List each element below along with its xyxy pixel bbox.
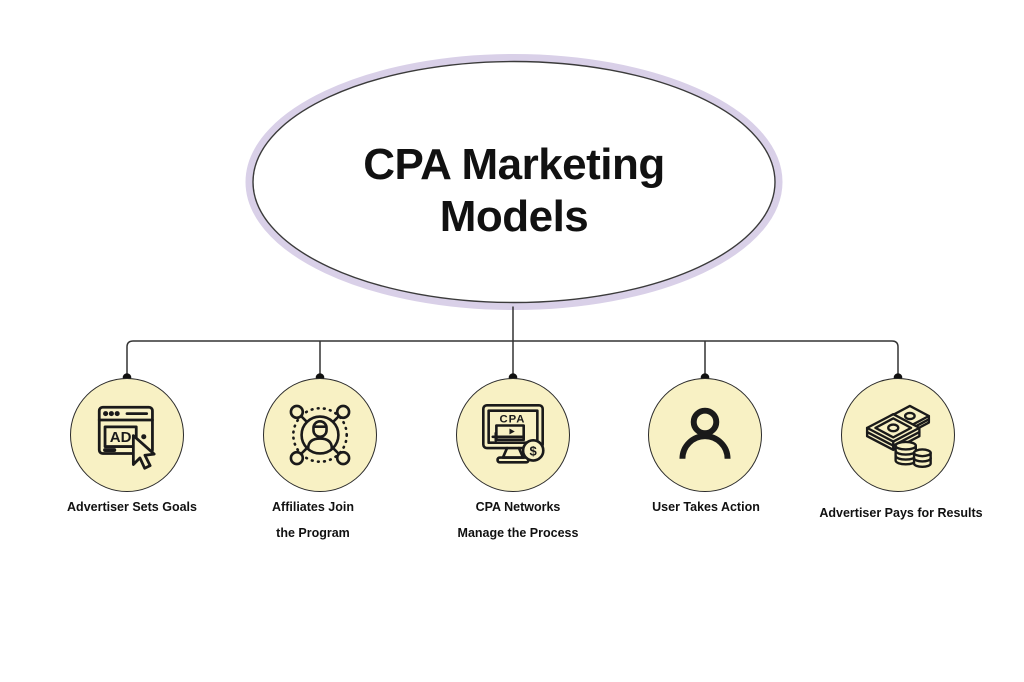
node-label-advertiser-pays: Advertiser Pays for Results: [791, 506, 1011, 520]
label-line: Manage the Process: [457, 526, 579, 540]
node-user-takes-action: [648, 378, 762, 492]
diagram-title: CPA Marketing Models: [294, 139, 734, 243]
label-line: Affiliates Join: [272, 500, 354, 514]
diagram-title-line2: Models: [439, 192, 589, 241]
node-advertiser-pays: [841, 378, 955, 492]
node-advertiser-sets-goals: AD: [70, 378, 184, 492]
label-line: User Takes Action: [652, 500, 760, 514]
ad-icon-text: AD: [110, 429, 132, 446]
cpa-icon-text: CPA: [500, 414, 526, 426]
affiliate-network-icon: [289, 404, 351, 466]
dollar-coin-icon: [521, 439, 545, 462]
cursor-arrow: [131, 434, 156, 470]
node-label-affiliates-join: Affiliates Join the Program: [203, 500, 423, 540]
label-line: CPA Networks: [475, 500, 561, 514]
connector-lines: [126, 306, 899, 377]
root-ellipse-ring: [245, 54, 783, 310]
diagram-title-line1: CPA Marketing: [363, 140, 665, 189]
label-line: Advertiser Pays for Results: [819, 506, 983, 520]
root-ellipse-outline: [252, 60, 776, 304]
label-line: the Program: [276, 526, 350, 540]
ad-browser-cursor-icon: AD: [97, 405, 156, 470]
money-stack-coins-icon: [865, 404, 932, 468]
node-label-advertiser-sets-goals: Advertiser Sets Goals: [22, 500, 242, 514]
node-cpa-networks: CPA $: [456, 378, 570, 492]
node-label-user-takes-action: User Takes Action: [596, 500, 816, 514]
label-line: Advertiser Sets Goals: [67, 500, 197, 514]
user-silhouette-icon: [679, 407, 731, 459]
cpa-monitor-dollar-icon: CPA $: [482, 404, 545, 464]
dollar-sign-text: $: [530, 444, 538, 459]
node-label-cpa-networks: CPA Networks Manage the Process: [408, 500, 628, 540]
node-affiliates-join: [263, 378, 377, 492]
